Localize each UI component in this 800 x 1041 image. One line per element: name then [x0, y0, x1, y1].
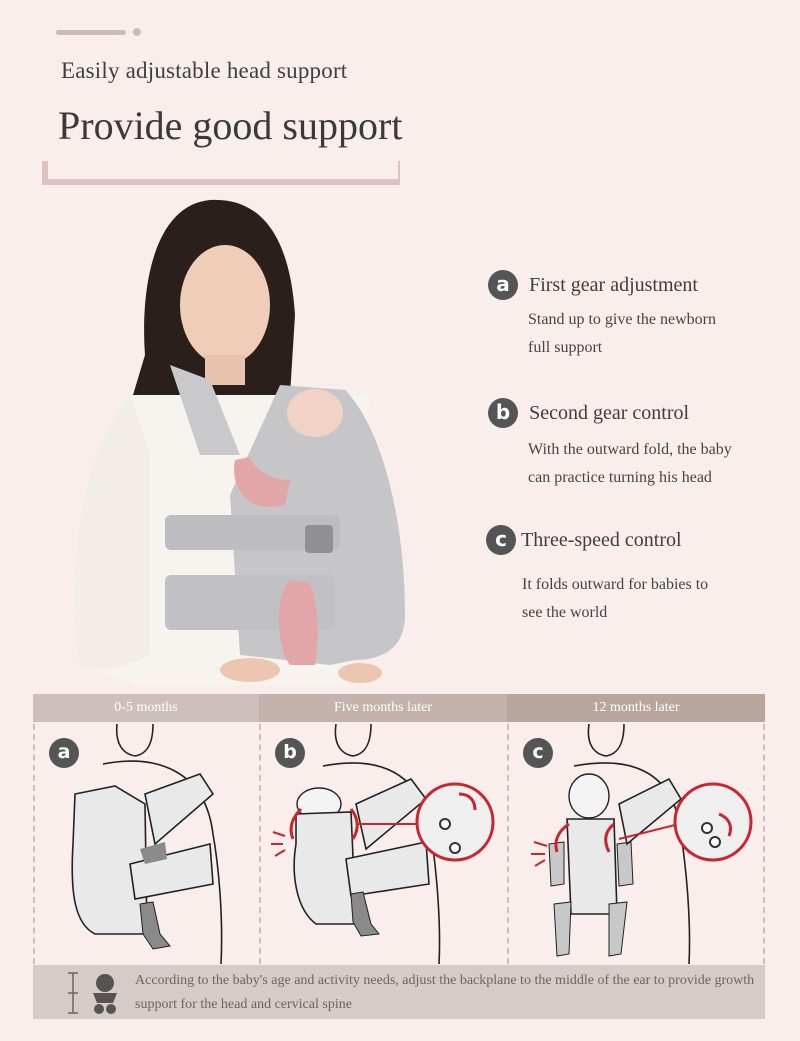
decor-line — [56, 30, 126, 35]
note-text: According to the baby's age and activity… — [135, 973, 755, 1012]
mother-carrier-image — [74, 199, 405, 685]
badge-c-icon: c — [523, 738, 553, 768]
feature-desc-line: It folds outward for babies to — [522, 576, 709, 593]
badge-c-icon: c — [486, 525, 516, 555]
badge-b-icon: b — [488, 398, 518, 428]
badge-b-icon: b — [275, 738, 305, 768]
carrier-illustration-c — [531, 724, 753, 964]
product-photo — [60, 195, 415, 695]
feature-a: a First gear adjustment Stand up to give… — [488, 270, 716, 362]
feature-desc-line: can practice turning his head — [528, 469, 712, 486]
feature-title: First gear adjustment — [529, 274, 698, 296]
feature-c: c Three-speed control It folds outward f… — [486, 525, 708, 627]
stage-label-12-months: 12 months later — [507, 694, 765, 722]
growth-note: According to the baby's age and activity… — [33, 965, 765, 1019]
feature-desc-line: full support — [528, 339, 603, 356]
title-underline-bracket — [42, 161, 400, 185]
baby-height-icon — [68, 972, 117, 1014]
decor-dot — [133, 28, 141, 36]
feature-desc-line: With the outward fold, the baby — [528, 441, 732, 458]
feature-title: Second gear control — [529, 402, 690, 424]
illustration-panel-c: c — [507, 724, 765, 964]
section-subtitle: Easily adjustable head support — [61, 58, 348, 83]
carrier-illustration-a — [71, 724, 223, 964]
illustration-panel-b: b — [259, 724, 507, 964]
feature-desc-line: Stand up to give the newborn — [528, 311, 716, 328]
stage-label-0-5: 0-5 months — [33, 694, 259, 722]
illustration-panel-a: a — [33, 724, 259, 964]
badge-a-icon: a — [488, 270, 518, 300]
feature-b: b Second gear control With the outward f… — [488, 398, 732, 492]
section-title: Provide good support — [58, 103, 403, 148]
stage-illustrations: a b — [33, 724, 765, 964]
badge-a-icon: a — [49, 738, 79, 768]
feature-title: Three-speed control — [521, 529, 682, 551]
carrier-illustration-b — [271, 724, 495, 964]
stage-label-five-months: Five months later — [259, 694, 507, 722]
stage-header-row: 0-5 months Five months later 12 months l… — [33, 694, 765, 722]
feature-desc-line: see the world — [522, 604, 608, 621]
